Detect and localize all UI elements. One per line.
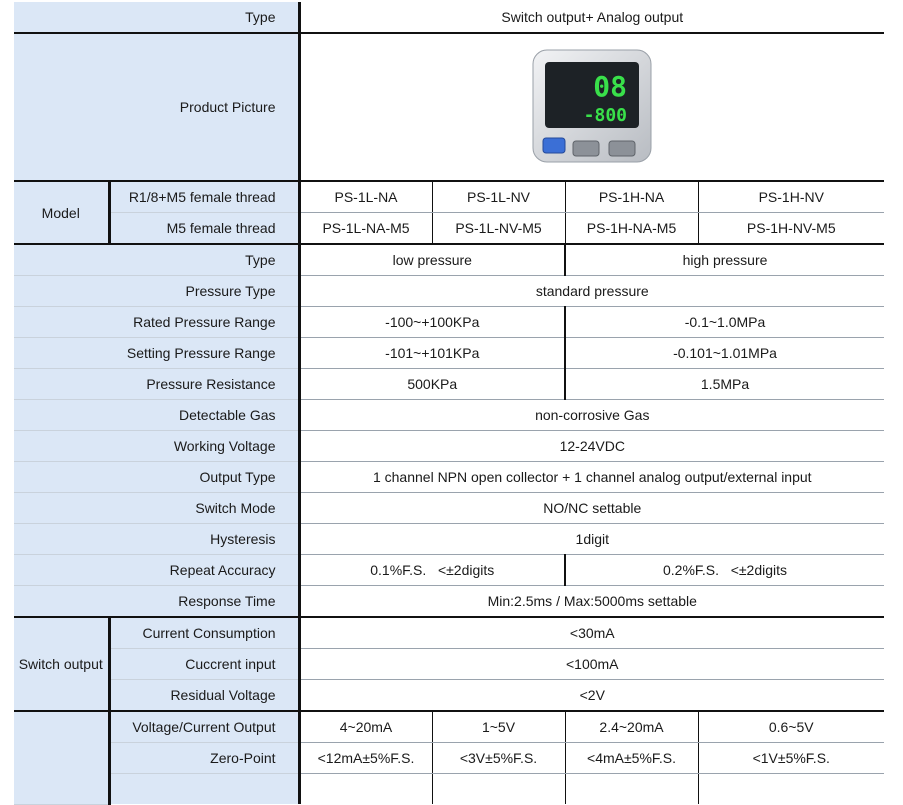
- row-current-input: Cuccrent input <100mA: [14, 648, 885, 680]
- row-label: Cuccrent input: [107, 648, 300, 680]
- model-value: PS-1H-NV: [697, 181, 885, 213]
- model-value: PS-1L-NA-M5: [297, 212, 433, 245]
- switch-output-group-label: Switch output: [14, 617, 109, 712]
- row-label: Type: [14, 2, 300, 34]
- low-value: 0.1%F.S. <±2digits: [297, 554, 566, 586]
- row-value: NO/NC settable: [297, 492, 885, 524]
- row-label: Setting Pressure Range: [14, 337, 300, 369]
- row-value: 12-24VDC: [297, 430, 885, 462]
- row-value: 1digit: [297, 523, 885, 555]
- analog-value: 1~5V: [431, 711, 566, 743]
- product-image: 08 -800: [532, 49, 652, 163]
- row-value: Switch output+ Analog output: [297, 2, 885, 34]
- row-label: Product Picture: [14, 33, 300, 182]
- row-value: non-corrosive Gas: [297, 399, 885, 431]
- row-output-type: Output Type 1 channel NPN open collector…: [14, 461, 885, 493]
- analog-value: 4~20mA: [297, 711, 433, 743]
- row-value: <30mA: [297, 617, 885, 649]
- model-value: PS-1L-NV-M5: [431, 212, 566, 245]
- row-label: Repeat Accuracy: [14, 554, 300, 586]
- row-model-m5: M5 female thread PS-1L-NA-M5 PS-1L-NV-M5…: [14, 212, 885, 245]
- low-value: 500KPa: [297, 368, 566, 400]
- analog-value: <3V±5%F.S.: [431, 742, 566, 774]
- row-residual-voltage: Residual Voltage <2V: [14, 679, 885, 712]
- row-label: Pressure Type: [14, 275, 300, 307]
- row-response-time: Response Time Min:2.5ms / Max:5000ms set…: [14, 585, 885, 618]
- model-value: PS-1H-NV-M5: [697, 212, 885, 245]
- row-label: Residual Voltage: [107, 679, 300, 712]
- analog-value: [697, 773, 885, 804]
- row-pressure-resistance: Pressure Resistance 500KPa 1.5MPa: [14, 368, 885, 400]
- model-group-label: Model: [14, 181, 109, 245]
- row-label: Output Type: [14, 461, 300, 493]
- analog-value: <1V±5%F.S.: [697, 742, 885, 774]
- model-value: PS-1L-NV: [431, 181, 566, 213]
- high-value: -0.101~1.01MPa: [564, 337, 885, 369]
- row-working-voltage: Working Voltage 12-24VDC: [14, 430, 885, 462]
- row-model-r18: Model R1/8+M5 female thread PS-1L-NA PS-…: [14, 181, 885, 245]
- analog-value: <12mA±5%F.S.: [297, 742, 433, 774]
- analog-value: [297, 773, 433, 804]
- low-value: -101~+101KPa: [297, 337, 566, 369]
- analog-value: [431, 773, 566, 804]
- row-label: Switch Mode: [14, 492, 300, 524]
- row-hysteresis: Hysteresis 1digit: [14, 523, 885, 555]
- row-vc-output: Voltage/Current Output 4~20mA 1~5V 2.4~2…: [14, 711, 885, 805]
- row-label: Pressure Resistance: [14, 368, 300, 400]
- row-type: Type low pressure high pressure: [14, 244, 885, 276]
- row-current-consumption: Switch output Current Consumption <30mA: [14, 617, 885, 712]
- low-value: low pressure: [297, 244, 566, 276]
- row-pressure-type: Pressure Type standard pressure: [14, 275, 885, 307]
- model-value: PS-1H-NA-M5: [564, 212, 699, 245]
- row-switch-mode: Switch Mode NO/NC settable: [14, 492, 885, 524]
- row-zero-point: Zero-Point <12mA±5%F.S. <3V±5%F.S. <4mA±…: [14, 742, 885, 774]
- row-detectable-gas: Detectable Gas non-corrosive Gas: [14, 399, 885, 431]
- row-label: Voltage/Current Output: [107, 711, 300, 743]
- row-label: Response Time: [14, 585, 300, 618]
- analog-value: [564, 773, 699, 804]
- low-value: -100~+100KPa: [297, 306, 566, 338]
- gray-button-left: [572, 140, 600, 157]
- row-label: [107, 773, 300, 804]
- row-label: Rated Pressure Range: [14, 306, 300, 338]
- blue-button: [542, 137, 566, 154]
- device-screen: [545, 62, 640, 128]
- row-label: M5 female thread: [107, 212, 300, 245]
- high-value: 1.5MPa: [564, 368, 885, 400]
- row-label: Current Consumption: [107, 617, 300, 649]
- gray-button-right: [608, 140, 636, 157]
- row-label: R1/8+M5 female thread: [107, 181, 300, 213]
- product-picture-cell: 08 -800: [297, 33, 885, 182]
- row-value: <2V: [297, 679, 885, 712]
- row-label: Zero-Point: [107, 742, 300, 774]
- analog-value: 0.6~5V: [697, 711, 885, 743]
- analog-value: <4mA±5%F.S.: [564, 742, 699, 774]
- model-value: PS-1H-NA: [564, 181, 699, 213]
- high-value: high pressure: [564, 244, 885, 276]
- spec-table: Type Switch output+ Analog output Produc…: [14, 2, 885, 805]
- analog-group-label: [14, 711, 109, 805]
- row-setting-range: Setting Pressure Range -101~+101KPa -0.1…: [14, 337, 885, 369]
- model-value: PS-1L-NA: [297, 181, 433, 213]
- high-value: 0.2%F.S. <±2digits: [564, 554, 885, 586]
- row-repeat-accuracy: Repeat Accuracy 0.1%F.S. <±2digits 0.2%F…: [14, 554, 885, 586]
- row-label: Type: [14, 244, 300, 276]
- row-rated-range: Rated Pressure Range -100~+100KPa -0.1~1…: [14, 306, 885, 338]
- row-cut-off: [14, 773, 885, 804]
- row-label: Hysteresis: [14, 523, 300, 555]
- display-sub: -800: [584, 105, 627, 126]
- row-label: Detectable Gas: [14, 399, 300, 431]
- analog-value: 2.4~20mA: [564, 711, 699, 743]
- row-value: 1 channel NPN open collector + 1 channel…: [297, 461, 885, 493]
- display-main: 08: [594, 70, 628, 103]
- row-product-picture: Product Picture 08 -800: [14, 33, 885, 182]
- row-type-header: Type Switch output+ Analog output: [14, 2, 885, 34]
- row-value: <100mA: [297, 648, 885, 680]
- row-value: Min:2.5ms / Max:5000ms settable: [297, 585, 885, 618]
- row-label: Working Voltage: [14, 430, 300, 462]
- high-value: -0.1~1.0MPa: [564, 306, 885, 338]
- row-value: standard pressure: [297, 275, 885, 307]
